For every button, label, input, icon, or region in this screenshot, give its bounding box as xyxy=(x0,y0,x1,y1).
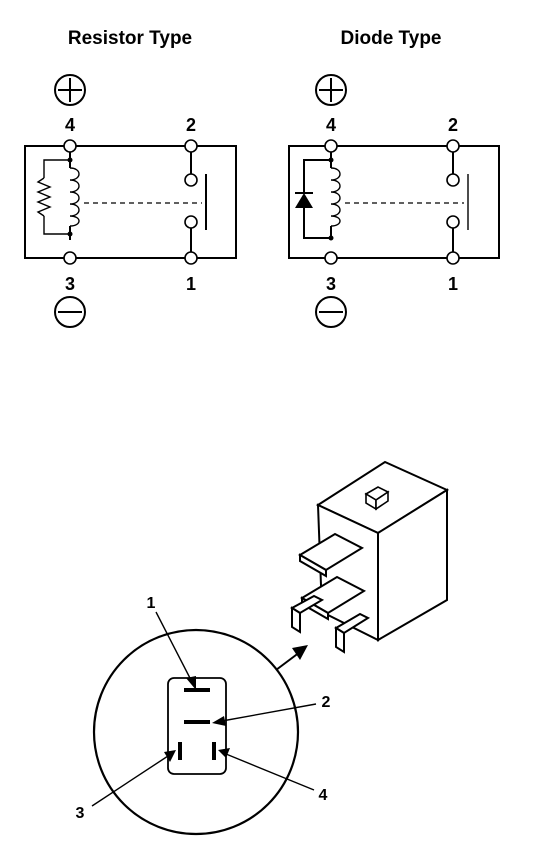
callout-2: 2 xyxy=(322,694,331,711)
pointer-arrow xyxy=(275,645,308,671)
resistor-icon xyxy=(36,177,52,217)
terminal-label-2: 2 xyxy=(186,115,196,135)
terminal-label-4: 4 xyxy=(65,115,75,135)
blade-terminal xyxy=(290,594,325,634)
terminal-3 xyxy=(324,251,338,265)
terminal-label-2: 2 xyxy=(448,115,458,135)
relay-socket xyxy=(167,677,227,775)
coil-icon xyxy=(330,167,341,227)
coil-icon xyxy=(69,167,80,227)
blade-terminal xyxy=(298,532,365,578)
resistor-type-title: Resistor Type xyxy=(68,28,192,49)
callout-1: 1 xyxy=(147,595,156,612)
terminal-label-1: 1 xyxy=(448,274,458,294)
relay-illustration xyxy=(290,460,450,654)
callout-3: 3 xyxy=(76,805,85,822)
terminal-4 xyxy=(63,139,77,153)
terminal-4 xyxy=(324,139,338,153)
positive-icon xyxy=(54,74,86,106)
diode-type-title: Diode Type xyxy=(341,28,442,49)
terminal-view-magnifier xyxy=(92,628,300,836)
terminal-label-3: 3 xyxy=(65,274,75,294)
terminal-2 xyxy=(446,139,460,153)
relay-box xyxy=(288,145,500,259)
callout-4: 4 xyxy=(319,787,328,804)
blade-terminal xyxy=(334,612,371,654)
terminal-label-4: 4 xyxy=(326,115,336,135)
diode-icon xyxy=(295,192,313,208)
terminal-label-1: 1 xyxy=(186,274,196,294)
terminal-1 xyxy=(184,251,198,265)
diode-type-schematic: Diode Type 4 2 3 1 xyxy=(288,28,500,328)
callout-leaders xyxy=(91,611,317,807)
terminal-1 xyxy=(446,251,460,265)
terminal-3 xyxy=(63,251,77,265)
relay-box xyxy=(24,145,237,259)
negative-icon xyxy=(315,296,347,328)
positive-icon xyxy=(315,74,347,106)
negative-icon xyxy=(54,296,86,328)
terminal-2 xyxy=(184,139,198,153)
terminal-label-3: 3 xyxy=(326,274,336,294)
resistor-type-schematic: Resistor Type 4 2 xyxy=(24,28,237,328)
